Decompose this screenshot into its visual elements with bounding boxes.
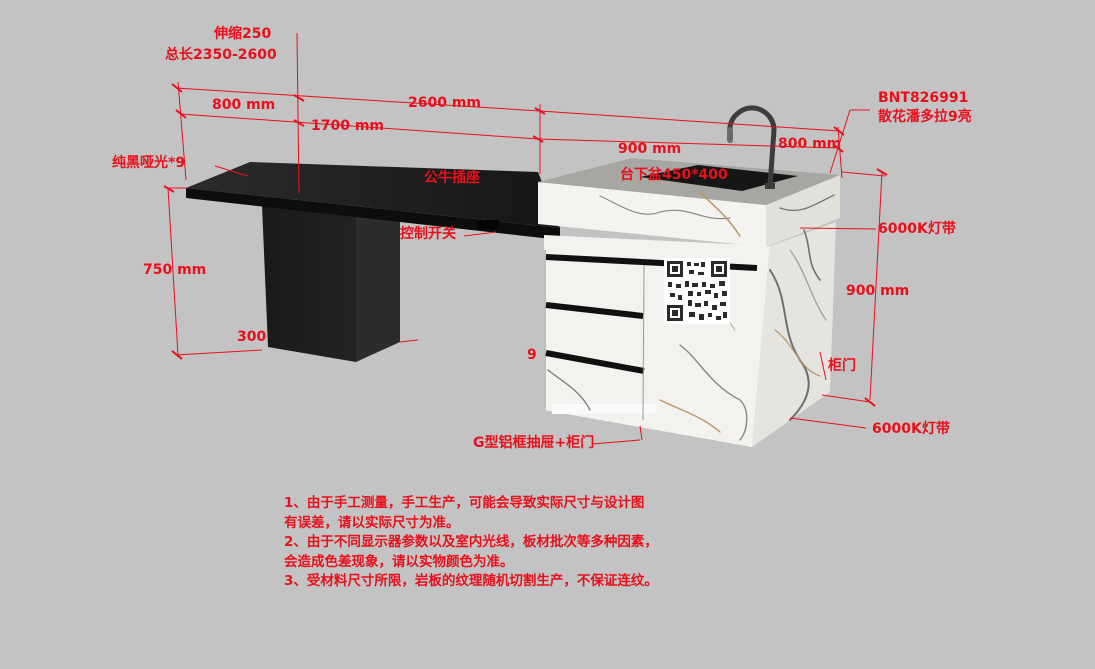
notes-block: 1、由于手工测量，手工生产，可能会导致实际尺寸与设计图 有误差，请以实际尺寸为准… [284, 494, 658, 592]
label-light-strip-bottom: 6000K灯带 [872, 421, 950, 437]
label-dim-900-top: 900 mm [618, 141, 682, 157]
label-dim-2600: 2600 mm [408, 95, 482, 111]
label-total-length: 总长2350-2600 [165, 47, 277, 63]
qr-code-icon [664, 258, 730, 324]
label-sink: 台下盆450*400 [620, 167, 728, 183]
control-switch-box [477, 220, 499, 229]
note-line: 会造成色差现象，请以实物颜色为准。 [284, 553, 514, 570]
door-leader [819, 351, 827, 381]
dimension-ticks [163, 83, 888, 407]
table-top [186, 162, 560, 228]
label-control-switch: 控制开关 [400, 226, 456, 242]
label-mark-9: 9 [527, 347, 537, 363]
label-dim-800-right: 800 mm [778, 136, 842, 152]
table-leg-front [262, 205, 356, 362]
label-finish: 纯黑哑光*9 [112, 155, 186, 171]
note-line: 有误差，请以实际尺寸为准。 [284, 514, 460, 531]
label-dim-900-right: 900 mm [846, 283, 910, 299]
marble-cabinet [538, 158, 840, 447]
cabinet-side [752, 222, 836, 447]
label-faucet: 散花潘多拉9亮 [878, 109, 972, 125]
label-extend: 伸缩250 [214, 26, 272, 42]
note-line: 2、由于不同显示器参数以及室内光线，板材批次等多种因素， [284, 534, 658, 550]
label-dim-300: 300 [237, 329, 267, 345]
label-dim-750: 750 mm [143, 262, 207, 278]
label-light-strip-top: 6000K灯带 [878, 221, 956, 237]
label-door: 柜门 [828, 358, 856, 374]
note-line: 3、受材料尺寸所限，岩板的纹理随机切割生产，不保证连纹。 [284, 573, 658, 589]
dimension-lines [167, 32, 886, 445]
drawer-fronts [544, 250, 758, 421]
label-model: BNT826991 [878, 90, 969, 106]
sink [640, 165, 798, 191]
cabinet-plinth [552, 404, 656, 414]
label-top-mount: 公牛插座 [424, 170, 480, 186]
table-top-edge [186, 188, 560, 240]
label-dim-800-left: 800 mm [212, 97, 276, 113]
label-dim-1700: 1700 mm [311, 118, 385, 134]
counter-side [766, 175, 840, 247]
table-leg-side [356, 208, 400, 362]
faucet-icon [727, 105, 777, 189]
label-drawer: G型铝框抽屉+柜门 [473, 435, 595, 451]
note-line: 1、由于手工测量，手工生产，可能会导致实际尺寸与设计图 [284, 495, 645, 511]
black-table [186, 162, 560, 362]
